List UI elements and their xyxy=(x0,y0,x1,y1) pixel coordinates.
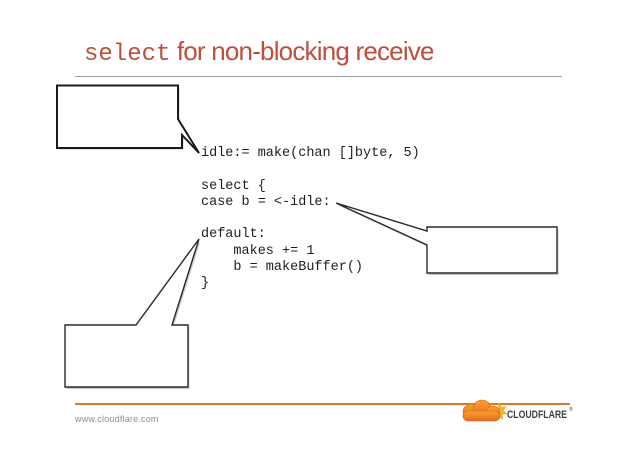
logo-cloud-icon xyxy=(462,399,501,422)
callout-top-left-text xyxy=(60,88,175,145)
callout-bottom-left-text xyxy=(68,327,185,384)
page-title: select for non-blocking receive xyxy=(84,36,434,68)
title-rest: for non-blocking receive xyxy=(170,36,435,66)
footer-url: www.cloudflare.com xyxy=(75,414,159,424)
footer-divider xyxy=(75,403,570,405)
logo-registered-mark: ® xyxy=(569,406,573,413)
callout-right-text xyxy=(430,229,554,271)
logo-wordmark: CLOUDFLARE xyxy=(507,409,567,421)
code-block: idle:= make(chan []byte, 5) select { cas… xyxy=(201,146,420,292)
title-divider xyxy=(75,76,562,77)
title-keyword: select xyxy=(84,41,171,68)
cloudflare-logo: CLOUDFLARE ® xyxy=(462,399,573,422)
